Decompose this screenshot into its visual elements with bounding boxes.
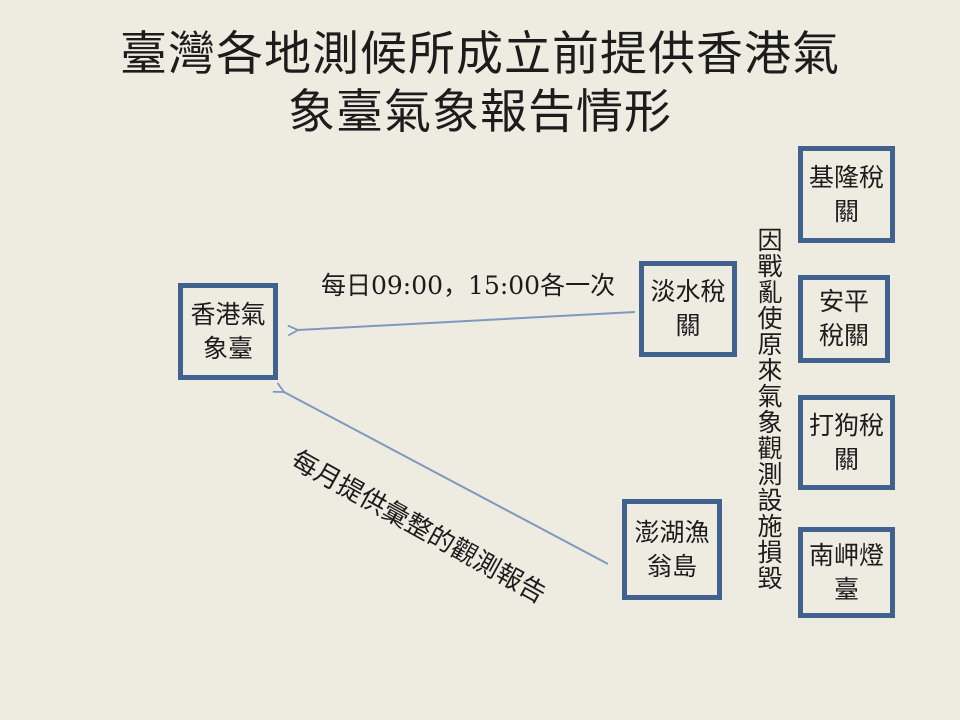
edge-label-monthly-reports: 每月提供彙整的觀測報告 — [285, 445, 551, 611]
node-penghu-yuwengdao: 澎湖漁 翁島 — [622, 499, 722, 600]
node-takow-label-line1: 打狗稅 — [808, 410, 884, 440]
node-anping-customs: 安平 稅關 — [798, 275, 890, 363]
slide-title-line1: 臺灣各地測候所成立前提供香港氣 — [120, 27, 840, 82]
node-hongkong-observatory: 香港氣 象臺 — [178, 283, 278, 380]
node-keelung-customs: 基隆稅 關 — [798, 146, 895, 243]
node-tamsui-customs: 淡水稅 關 — [639, 261, 737, 357]
node-keelung-label-line2: 關 — [833, 196, 859, 226]
war-damage-vertical-note: 因戰亂使原來氣象觀測設施損毀 — [754, 227, 783, 591]
slide-title: 臺灣各地測候所成立前提供香港氣象臺氣象報告情形 — [0, 26, 960, 142]
edge-label-daily-reports: 每日09:00，15:00各一次 — [321, 271, 616, 300]
node-anping-label-line2: 稅關 — [818, 321, 869, 350]
node-anping-label-line1: 安平 — [818, 287, 869, 316]
node-hongkong-label-line1: 香港氣 — [190, 299, 266, 329]
node-hongkong-label-line2: 象臺 — [202, 333, 253, 363]
node-penghu-label-line1: 澎湖漁 — [634, 517, 710, 547]
arrow-tamsui-to-hongkong — [287, 311, 636, 337]
node-takow-label-line2: 關 — [833, 444, 859, 474]
node-takow-customs: 打狗稅 關 — [798, 395, 895, 490]
node-nanjia-label-line2: 臺 — [833, 574, 859, 604]
slide-title-line2: 象臺氣象報告情形 — [288, 85, 672, 140]
node-tamsui-label-line1: 淡水稅 — [650, 277, 726, 306]
node-south-cape-lighthouse: 南岬燈 臺 — [798, 527, 895, 618]
node-keelung-label-line1: 基隆稅 — [808, 162, 884, 192]
node-nanjia-label-line1: 南岬燈 — [808, 540, 884, 570]
node-tamsui-label-line2: 關 — [675, 311, 701, 340]
node-penghu-label-line2: 翁島 — [646, 551, 697, 581]
